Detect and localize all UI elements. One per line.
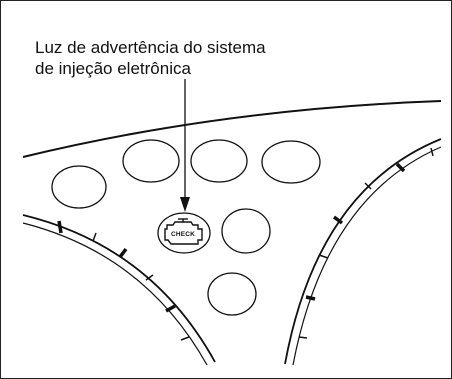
gauge-tick bbox=[305, 295, 316, 301]
gauge-tick bbox=[165, 304, 176, 313]
callout-line-2: de injeção eletrônica bbox=[35, 59, 191, 78]
gauge-tick bbox=[118, 247, 128, 259]
check-engine-lamp: CHECK bbox=[157, 212, 211, 254]
gauge-tick bbox=[395, 162, 406, 173]
gauge-tick bbox=[92, 232, 97, 242]
check-engine-icon bbox=[164, 218, 203, 245]
callout-label: Luz de advertência do sistema de injeção… bbox=[35, 37, 266, 79]
left-gauge bbox=[22, 214, 216, 366]
gauge-tick bbox=[364, 182, 372, 190]
check-engine-label: CHECK bbox=[171, 231, 195, 238]
callout-line-1: Luz de advertência do sistema bbox=[35, 38, 266, 57]
gauge-tick bbox=[145, 274, 154, 281]
housing-top-edge bbox=[22, 100, 442, 158]
warning-lamp bbox=[190, 139, 248, 183]
gauge-tick bbox=[57, 220, 63, 234]
leader-arrow bbox=[180, 79, 190, 212]
gauge-tick bbox=[318, 254, 329, 259]
gauge-tick bbox=[430, 147, 434, 157]
warning-lamp-windows bbox=[51, 139, 321, 316]
warning-lamp bbox=[261, 140, 321, 184]
warning-lamp bbox=[221, 208, 271, 254]
right-gauge bbox=[284, 138, 442, 366]
warning-lamp bbox=[122, 139, 180, 183]
gauge-tick bbox=[180, 336, 190, 341]
gauge-tick bbox=[332, 215, 344, 225]
warning-lamp bbox=[207, 272, 257, 316]
gauge-tick bbox=[298, 336, 308, 339]
warning-lamp bbox=[51, 165, 107, 209]
